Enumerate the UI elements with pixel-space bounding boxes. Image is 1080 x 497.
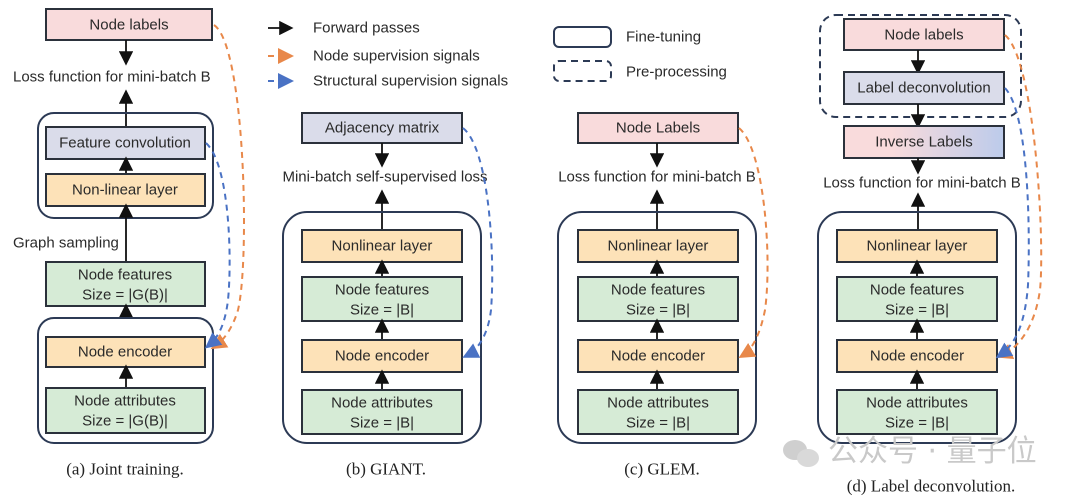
node-features-text: Node features <box>78 267 172 284</box>
nonlinear-layer-box <box>45 173 206 207</box>
caption-c: (c) GLEM. <box>624 460 700 479</box>
nonlinear-layer-text: Nonlinear layer <box>867 238 968 255</box>
node-attributes-text: Node attributes <box>866 395 968 412</box>
node-features-size: Size = |G(B)| <box>82 287 168 304</box>
label-deconvolution-text: Label deconvolution <box>857 80 990 97</box>
panel-glem: Node Labels Loss function for mini-batch… <box>557 112 769 479</box>
panel-label-deconvolution: Node labels Label deconvolution Inverse … <box>783 14 1043 496</box>
node-encoder-text: Node encoder <box>78 344 172 361</box>
node-encoder-box <box>45 336 206 368</box>
feature-convolution-box <box>45 126 206 160</box>
node-features-box <box>577 276 739 322</box>
node-features-box <box>836 276 998 322</box>
node-features-text: Node features <box>611 282 705 299</box>
node-encoder-text: Node encoder <box>870 348 964 365</box>
legend-dashed-box <box>553 60 612 82</box>
node-encoder-text: Node encoder <box>335 348 429 365</box>
inverse-labels-text: Inverse Labels <box>875 134 973 151</box>
fine-tuning-container <box>37 317 214 444</box>
node-attributes-text: Node attributes <box>607 395 709 412</box>
nonlinear-layer-text: Nonlinear layer <box>608 238 709 255</box>
loss-text: Loss function for mini-batch B <box>13 69 211 86</box>
caption-b: (b) GIANT. <box>346 460 426 479</box>
watermark-text: 公众号 · 量子位 <box>828 434 1037 469</box>
nonlinear-layer-box <box>836 229 998 263</box>
node-attributes-size: Size = |B| <box>350 415 414 432</box>
legend-forward: Forward passes <box>313 20 420 37</box>
node-labels-box <box>577 112 739 144</box>
nonlinear-layer-box <box>301 229 463 263</box>
node-attributes-size: Size = |G(B)| <box>82 413 168 430</box>
adjacency-matrix-text: Adjacency matrix <box>325 120 440 137</box>
legend: Forward passes Node supervision signals … <box>268 20 727 90</box>
legend-structural-supervision: Structural supervision signals <box>313 73 508 90</box>
graph-sampling-text: Graph sampling <box>13 235 119 252</box>
panel-giant: Adjacency matrix Mini-batch self-supervi… <box>282 112 494 479</box>
caption-d: (d) Label deconvolution. <box>847 477 1016 496</box>
node-encoder-text: Node encoder <box>611 348 705 365</box>
node-labels-box <box>45 8 213 41</box>
node-attributes-size: Size = |B| <box>885 415 949 432</box>
label-deconvolution-box <box>843 71 1005 105</box>
node-labels-text: Node labels <box>884 27 963 44</box>
node-features-size: Size = |B| <box>885 302 949 319</box>
loss-text: Loss function for mini-batch B <box>558 169 756 186</box>
legend-fine-tuning: Fine-tuning <box>626 29 701 46</box>
node-labels-box <box>843 18 1005 51</box>
node-attributes-box <box>301 389 463 435</box>
node-features-text: Node features <box>335 282 429 299</box>
legend-pre-processing: Pre-processing <box>626 64 727 81</box>
nonlinear-layer-text: Nonlinear layer <box>332 238 433 255</box>
node-features-box <box>45 261 206 307</box>
node-labels-text: Node Labels <box>616 120 700 137</box>
wechat-watermark: 公众号 · 量子位 <box>783 434 1037 469</box>
feature-convolution-text: Feature convolution <box>59 135 191 152</box>
node-attributes-box <box>45 387 206 434</box>
fine-tuning-container <box>282 211 482 444</box>
node-attributes-size: Size = |B| <box>626 415 690 432</box>
node-attributes-text: Node attributes <box>74 393 176 410</box>
legend-node-supervision: Node supervision signals <box>313 48 480 65</box>
node-labels-text: Node labels <box>89 17 168 34</box>
legend-solid-box <box>553 26 612 48</box>
panel-joint-training: Node labels Loss function for mini-batch… <box>13 8 245 479</box>
inverse-labels-box <box>843 125 1005 159</box>
adjacency-matrix-box <box>301 112 463 144</box>
node-features-size: Size = |B| <box>626 302 690 319</box>
node-features-text: Node features <box>870 282 964 299</box>
caption-a: (a) Joint training. <box>66 460 184 479</box>
node-attributes-box <box>577 389 739 435</box>
node-attributes-text: Node attributes <box>331 395 433 412</box>
loss-text: Mini-batch self-supervised loss <box>282 169 487 186</box>
node-attributes-box <box>836 389 998 435</box>
fine-tuning-container <box>557 211 757 444</box>
node-features-size: Size = |B| <box>350 302 414 319</box>
nonlinear-layer-text: Non-linear layer <box>72 182 178 199</box>
loss-text: Loss function for mini-batch B <box>823 175 1021 192</box>
node-features-box <box>301 276 463 322</box>
fine-tuning-container <box>817 211 1017 444</box>
